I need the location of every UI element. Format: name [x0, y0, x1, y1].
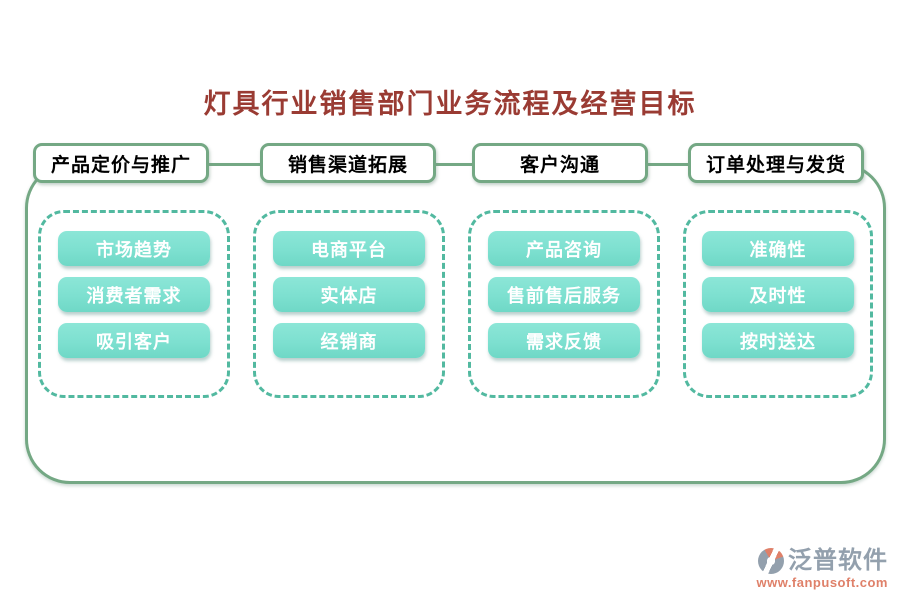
stage-header-customer-communication: 客户沟通 [472, 143, 648, 183]
flow-item-button: 售前售后服务 [488, 277, 640, 312]
group-order-shipping: 准确性 及时性 按时送达 [683, 210, 873, 398]
brand-watermark: 泛普软件 www.fanpusoft.com [756, 548, 888, 590]
brand-name: 泛普软件 [788, 548, 888, 574]
flow-item-button: 按时送达 [702, 323, 854, 358]
fanpu-logo-icon [758, 548, 784, 574]
flow-item-button: 消费者需求 [58, 277, 210, 312]
group-channel-expansion: 电商平台 实体店 经销商 [253, 210, 445, 398]
brand-url: www.fanpusoft.com [756, 575, 888, 590]
group-customer-communication: 产品咨询 售前售后服务 需求反馈 [468, 210, 660, 398]
flow-item-button: 经销商 [273, 323, 425, 358]
brand-row: 泛普软件 [758, 548, 888, 574]
group-pricing-promotion: 市场趋势 消费者需求 吸引客户 [38, 210, 230, 398]
diagram-title: 灯具行业销售部门业务流程及经营目标 [203, 89, 697, 119]
flow-item-button: 实体店 [273, 277, 425, 312]
stage-header-pricing-promotion: 产品定价与推广 [33, 143, 209, 183]
flow-item-button: 准确性 [702, 231, 854, 266]
flow-item-button: 产品咨询 [488, 231, 640, 266]
stage-header-order-shipping: 订单处理与发货 [688, 143, 864, 183]
flow-item-button: 需求反馈 [488, 323, 640, 358]
stage-header-channel-expansion: 销售渠道拓展 [260, 143, 436, 183]
flow-item-button: 市场趋势 [58, 231, 210, 266]
flow-item-button: 电商平台 [273, 231, 425, 266]
flow-item-button: 及时性 [702, 277, 854, 312]
flow-item-button: 吸引客户 [58, 323, 210, 358]
